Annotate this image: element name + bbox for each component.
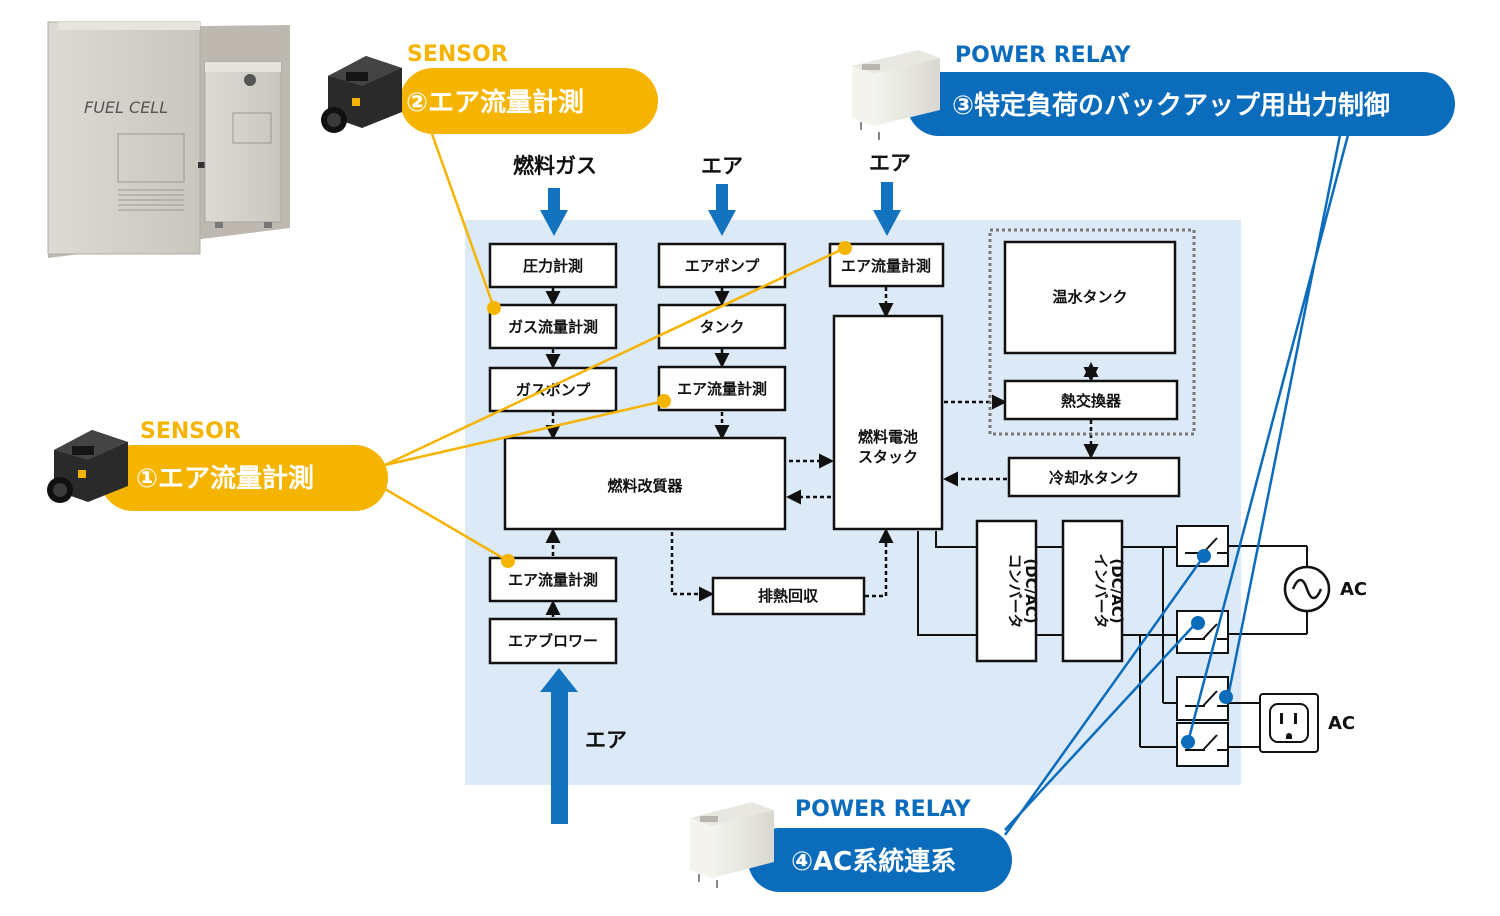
air-label-pump: エア: [701, 154, 743, 178]
air-pump-box: [657, 242, 787, 289]
dashed-connectors: [545, 287, 1099, 617]
sensor-leader-lines: [384, 133, 846, 563]
sensor2-device-image: [321, 56, 402, 133]
gas-pump-label: ガスポンプ: [516, 381, 592, 399]
air-flow-bottom-label: エア流量計測: [508, 571, 598, 589]
inverter-label-1: インバータ: [1092, 553, 1110, 628]
hot-water-tank-box: [1003, 240, 1177, 355]
sensor1-label: ①エア流量計測: [136, 463, 314, 494]
fuel-cell-stack-label-1: 燃料電池: [858, 428, 918, 446]
coolant-tank-label: 冷却水タンク: [1049, 469, 1139, 487]
relay4-callout: POWER RELAY ④AC系統連系: [748, 797, 1012, 892]
gas-pump-box: [488, 366, 618, 413]
ac-grid-label: AC: [1340, 579, 1367, 600]
relay4-tag: POWER RELAY: [795, 797, 972, 822]
fuel-cell-unit-image: FUEL CELL: [47, 21, 290, 258]
air-blower-label: エアブロワー: [508, 632, 598, 650]
ac-source-icon: [1283, 565, 1331, 613]
sensor2-label: ②エア流量計測: [406, 87, 584, 118]
fuel-gas-label: 燃料ガス: [513, 154, 597, 178]
air-blower-box: [488, 617, 618, 665]
reformer-label: 燃料改質器: [607, 477, 683, 495]
relay-leader-lines: [1003, 134, 1350, 836]
sensor2-callout: SENSOR ②エア流量計測: [400, 42, 658, 134]
sensor1-callout: SENSOR ①エア流量計測: [100, 419, 388, 511]
converter-label-2: (DC/AC): [1022, 558, 1040, 623]
relay4-device-image: [690, 802, 774, 888]
air-label-bottom: エア: [585, 728, 627, 752]
heat-exchanger-box: [1003, 379, 1179, 421]
tank-box: [657, 303, 787, 350]
relay-contacts: [1185, 537, 1228, 751]
converter-label-1: コンバータ: [1006, 553, 1024, 628]
flow-arrows: [540, 182, 901, 824]
pressure-label: 圧力計測: [523, 257, 583, 275]
ac-outlet-label: AC: [1328, 713, 1355, 734]
relay3-label: ③特定負荷のバックアップ用出力制御: [952, 90, 1390, 121]
air-flow-mid-label: エア流量計測: [677, 380, 767, 398]
relay3-device-image: [852, 50, 940, 140]
air-pump-label: エアポンプ: [685, 257, 761, 275]
gas-flow-box: [488, 303, 618, 350]
reformer-box: [503, 436, 787, 531]
air-flow-mid-box: [657, 365, 787, 412]
air-label-stack: エア: [869, 151, 911, 175]
relay3-callout: POWER RELAY ③特定負荷のバックアップ用出力制御: [907, 43, 1455, 136]
hot-water-group: [988, 228, 1196, 436]
heat-exchanger-label: 熱交換器: [1061, 392, 1122, 410]
sensor1-tag: SENSOR: [140, 419, 241, 444]
gas-flow-label: ガス流量計測: [508, 318, 598, 336]
inverter-label-2: (DC/AC): [1108, 558, 1126, 623]
inverter-box: [1061, 519, 1124, 663]
fuel-cell-stack-label-2: スタック: [858, 448, 918, 466]
sensor-points: [487, 241, 852, 568]
stack-air-flow-label: エア流量計測: [841, 257, 931, 275]
exhaust-heat-box: [711, 576, 866, 616]
sensor2-tag: SENSOR: [407, 42, 508, 67]
relay3-tag: POWER RELAY: [955, 43, 1132, 68]
outlet-icon: [1259, 693, 1319, 753]
pressure-box: [488, 242, 618, 289]
fuel-cell-logo-text: FUEL CELL: [84, 98, 168, 117]
coolant-tank-box: [1007, 456, 1181, 498]
hot-water-tank-label: 温水タンク: [1052, 288, 1127, 306]
converter-box: [975, 519, 1038, 663]
sensor1-device-image: [47, 430, 128, 503]
fuel-cell-stack-box: [832, 314, 944, 531]
tank-label: タンク: [699, 318, 744, 336]
relay-points: [1181, 549, 1233, 749]
relay4-label: ④AC系統連系: [791, 846, 956, 877]
exhaust-heat-label: 排熱回収: [758, 587, 819, 605]
